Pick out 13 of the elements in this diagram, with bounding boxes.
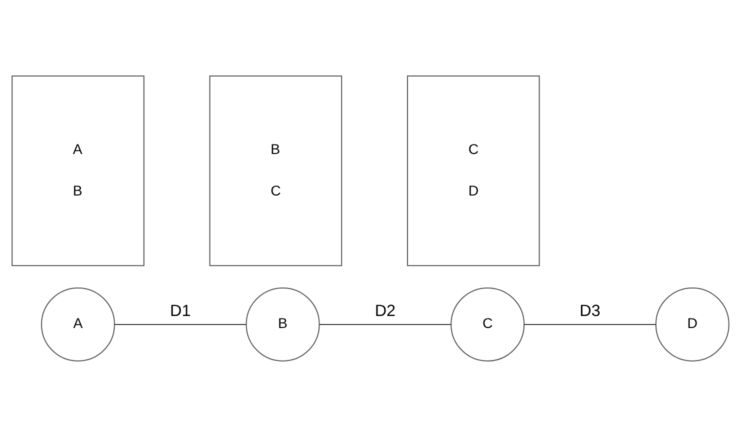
node-circle: B [246,286,320,361]
connector [319,323,451,324]
node-box: B C [209,75,342,266]
connector [114,323,246,324]
edge-label: D1 [170,302,191,320]
node-circle: C [450,286,525,361]
node-box: A B [12,75,144,266]
node-box: C D [407,75,540,266]
connector [524,323,656,324]
node-circle: D [655,286,730,361]
edge-label: D3 [580,302,600,320]
edge-label: D2 [374,302,396,320]
node-circle: A [41,286,116,361]
